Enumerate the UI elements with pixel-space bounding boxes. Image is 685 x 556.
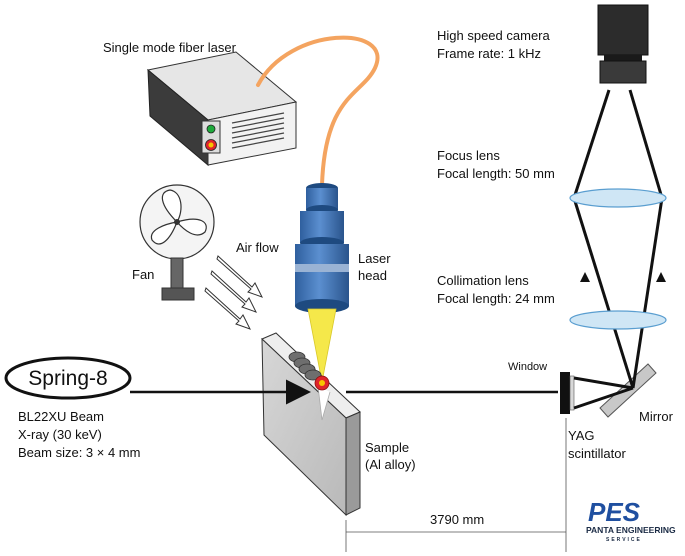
collimation-lens-label-line1: Collimation lens — [437, 273, 529, 288]
fan-icon — [139, 184, 215, 301]
fan-label: Fan — [132, 267, 154, 282]
laser-head-label-line1: Laser — [358, 251, 391, 266]
keyhole — [317, 385, 331, 421]
green-indicator-icon — [206, 124, 216, 134]
distance-label: 3790 mm — [430, 512, 484, 527]
window — [569, 375, 575, 411]
yag-label-line1: YAG — [568, 428, 595, 443]
sample-label-line2: (Al alloy) — [365, 457, 416, 472]
focus-lens — [569, 188, 667, 208]
pes-logo: PES PANTA ENGINEERING SERVICE — [586, 497, 676, 543]
melt-pool-center — [319, 380, 325, 386]
air-flow-arrows — [204, 255, 264, 330]
focus-lens-label-line2: Focal length: 50 mm — [437, 166, 555, 181]
fiber-laser-unit — [146, 51, 298, 167]
mirror-label: Mirror — [639, 409, 674, 424]
spring8-source — [4, 356, 132, 400]
window-label: Window — [508, 361, 547, 373]
optical-paths — [572, 89, 664, 410]
distance-dimension — [345, 418, 567, 552]
logo-letters: PES — [588, 497, 641, 527]
beam-label-line3: Beam size: 3 × 4 mm — [18, 445, 140, 460]
indicator-center — [208, 142, 214, 148]
fiber-cable — [256, 35, 380, 187]
high-speed-camera — [597, 4, 649, 84]
fiber-laser-label: Single mode fiber laser — [103, 40, 237, 55]
laser-beam — [307, 308, 337, 383]
logo-tagline: SERVICE — [606, 537, 642, 543]
logo-company-name: PANTA ENGINEERING — [586, 525, 676, 535]
spring8-label: Spring-8 — [28, 367, 107, 390]
beam-label-line1: BL22XU Beam — [18, 409, 104, 424]
light-direction-arrows — [580, 272, 666, 282]
collimation-lens-label-line2: Focal length: 24 mm — [437, 291, 555, 306]
yag-label-line2: scintillator — [568, 446, 626, 461]
camera-label-line2: Frame rate: 1 kHz — [437, 46, 541, 61]
beam-label-line2: X-ray (30 keV) — [18, 427, 102, 442]
focus-lens-label-line1: Focus lens — [437, 148, 500, 163]
collimation-lens — [569, 310, 667, 330]
camera-label-line1: High speed camera — [437, 28, 550, 43]
sample-label-line1: Sample — [365, 440, 409, 455]
air-flow-label: Air flow — [236, 240, 279, 255]
weld-bead — [288, 351, 322, 381]
laser-head-label-line2: head — [358, 268, 387, 283]
yag-scintillator — [560, 372, 570, 414]
laser-head — [295, 183, 349, 313]
sample-block — [261, 332, 361, 517]
laser-vent-grille — [231, 112, 285, 149]
